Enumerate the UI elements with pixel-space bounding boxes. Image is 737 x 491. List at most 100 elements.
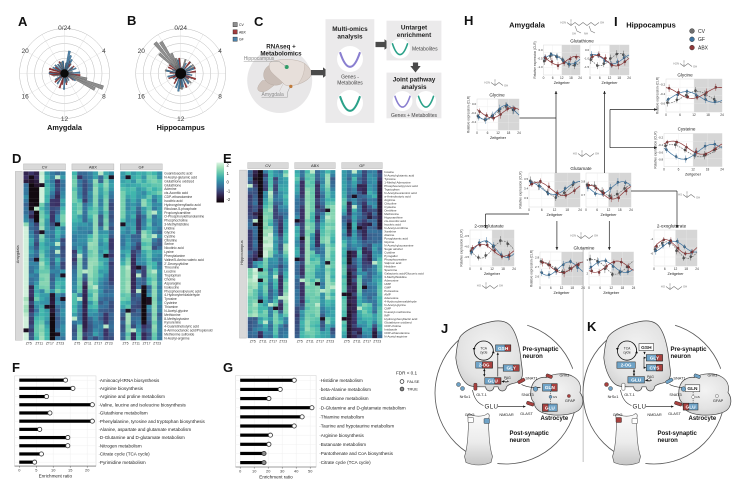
svg-text:10: 10 (51, 468, 56, 473)
svg-text:O: O (686, 191, 689, 195)
svg-text:Relative expression (CLR): Relative expression (CLR) (656, 77, 660, 114)
svg-text:I: I (614, 14, 618, 29)
svg-text:ZT23: ZT23 (373, 340, 381, 344)
svg-text:-1.5: -1.5 (584, 65, 590, 69)
svg-text:18: 18 (706, 113, 710, 117)
svg-text:18: 18 (684, 267, 688, 271)
svg-text:·Arginine and proline metaboli: ·Arginine and proline metabolism (98, 394, 165, 399)
svg-text:GSH: GSH (498, 346, 509, 352)
svg-text:Glutathione: Glutathione (570, 39, 594, 44)
svg-text:ABX: ABX (698, 45, 709, 51)
svg-text:Uridine: Uridine (164, 226, 175, 230)
svg-text:40: 40 (294, 468, 299, 473)
svg-text:N-Acetyl-arginine: N-Acetyl-arginine (164, 336, 189, 340)
svg-text:·Aminoacyl-tRNA biosynthesis: ·Aminoacyl-tRNA biosynthesis (98, 378, 160, 383)
svg-text:-4.5: -4.5 (464, 255, 470, 259)
svg-text:Tryptophan: Tryptophan (164, 274, 181, 278)
svg-text:2'-Deoxycytidine: 2'-Deoxycytidine (164, 262, 188, 266)
svg-text:15: 15 (68, 468, 72, 473)
svg-text:GLU: GLU (633, 404, 647, 411)
svg-text:Metabolomics: Metabolomics (260, 51, 302, 58)
svg-text:CYS: CYS (649, 365, 660, 371)
svg-text:Alanine: Alanine (384, 233, 394, 237)
svg-text:0: 0 (585, 208, 587, 212)
svg-text:6: 6 (596, 208, 598, 212)
svg-text:GLAST: GLAST (668, 411, 681, 416)
svg-text:ZT5: ZT5 (344, 340, 350, 344)
svg-text:0: 0 (528, 208, 530, 212)
svg-text:Hippocampus: Hippocampus (244, 56, 275, 62)
svg-text:0/24: 0/24 (58, 25, 71, 32)
svg-text:Methionine sulfoxide: Methionine sulfoxide (164, 332, 194, 336)
svg-text:·beta-Alanine metabolism: ·beta-Alanine metabolism (319, 387, 371, 392)
svg-text:SNAT1: SNAT1 (525, 375, 537, 380)
svg-text:4-Hydroxybenzaldehyde: 4-Hydroxybenzaldehyde (384, 299, 417, 303)
svg-text:-1: -1 (227, 188, 231, 193)
svg-text:CDP-choline: CDP-choline (384, 324, 401, 328)
svg-text:·Glutathione metabolism: ·Glutathione metabolism (98, 411, 147, 416)
svg-text:Pre-synaptic: Pre-synaptic (671, 347, 708, 353)
svg-text:ABX: ABX (311, 163, 319, 168)
svg-text:·Pyrimidine metabolism: ·Pyrimidine metabolism (98, 460, 145, 465)
svg-text:·Taurine and hypotaurine metab: ·Taurine and hypotaurine metabolism (319, 424, 394, 429)
svg-text:Methionine: Methionine (384, 212, 399, 216)
svg-text:Guanidoacetic acid: Guanidoacetic acid (164, 172, 192, 176)
svg-text:8-Methylcytosine: 8-Methylcytosine (164, 317, 189, 321)
svg-text:ZT5: ZT5 (122, 342, 128, 346)
svg-text:6: 6 (599, 76, 601, 80)
svg-text:ZT23: ZT23 (56, 342, 64, 346)
svg-text:·Histidine metabolism: ·Histidine metabolism (319, 378, 363, 383)
svg-text:-2: -2 (227, 197, 231, 202)
svg-text:24: 24 (629, 208, 633, 212)
svg-text:12: 12 (607, 208, 611, 212)
svg-text:20: 20 (138, 48, 146, 55)
svg-text:OH: OH (693, 65, 697, 69)
svg-text:·Nitrogen metabolism: ·Nitrogen metabolism (98, 443, 141, 448)
svg-text:2.8: 2.8 (535, 256, 540, 260)
svg-text:TRUE: TRUE (407, 387, 418, 392)
svg-text:2-oxoglutarate: 2-oxoglutarate (657, 224, 687, 229)
svg-text:0: 0 (663, 168, 665, 172)
svg-text:Isocitric acid: Isocitric acid (164, 199, 182, 203)
svg-text:·Pantothenate and CoA biosynth: ·Pantothenate and CoA biosynthesis (319, 451, 393, 456)
svg-text:UMP: UMP (384, 282, 391, 286)
svg-text:Zeitgeber: Zeitgeber (667, 272, 684, 276)
svg-text:Pyroglutamic acid: Pyroglutamic acid (384, 236, 408, 240)
svg-text:Phosphoenolpyruvic acid: Phosphoenolpyruvic acid (384, 184, 418, 188)
svg-text:-0.4: -0.4 (658, 143, 664, 147)
svg-text:Astrocyte: Astrocyte (689, 416, 717, 422)
svg-text:Lysine: Lysine (164, 250, 174, 254)
svg-text:CV: CV (265, 163, 271, 168)
svg-text:Cysteine: Cysteine (164, 301, 177, 305)
svg-text:3.5: 3.5 (524, 177, 529, 181)
svg-text:Relative expression (CLR): Relative expression (CLR) (460, 229, 464, 266)
svg-text:12: 12 (553, 208, 557, 212)
svg-text:12: 12 (496, 131, 500, 135)
svg-text:Serine: Serine (164, 242, 174, 246)
svg-text:OH: OH (595, 152, 599, 156)
svg-text:Zeitgeber: Zeitgeber (600, 213, 617, 217)
svg-text:1-Methyl Adenosine: 1-Methyl Adenosine (384, 180, 411, 184)
svg-text:Hypoxanthine: Hypoxanthine (384, 215, 403, 219)
svg-text:3-Methylhistidine: 3-Methylhistidine (164, 223, 189, 227)
svg-text:24: 24 (517, 131, 521, 135)
svg-text:NMDAR: NMDAR (647, 412, 661, 417)
svg-text:-0.5: -0.5 (538, 57, 544, 61)
svg-text:Isocitric acid: Isocitric acid (384, 222, 401, 226)
svg-text:Citicoline: Citicoline (384, 201, 397, 205)
svg-text:GLU: GLU (686, 404, 697, 410)
svg-text:H2N: H2N (484, 81, 490, 85)
svg-text:SH: SH (499, 284, 503, 288)
svg-text:Glycine: Glycine (164, 230, 175, 234)
svg-text:GFAP: GFAP (565, 398, 576, 403)
svg-text:ZT17: ZT17 (143, 342, 151, 346)
svg-text:H2N: H2N (560, 21, 566, 25)
svg-text:·D-Glutamine and D-glutamate m: ·D-Glutamine and D-glutamate metabolism (319, 405, 406, 410)
svg-text:Glutathione: Glutathione (164, 183, 181, 187)
svg-text:C: C (254, 14, 264, 29)
svg-text:2.7: 2.7 (535, 265, 540, 269)
svg-text:GLU: GLU (631, 378, 642, 384)
svg-text:ZT11: ZT11 (84, 342, 92, 346)
svg-text:24: 24 (720, 113, 724, 117)
svg-text:neuron: neuron (671, 354, 692, 360)
